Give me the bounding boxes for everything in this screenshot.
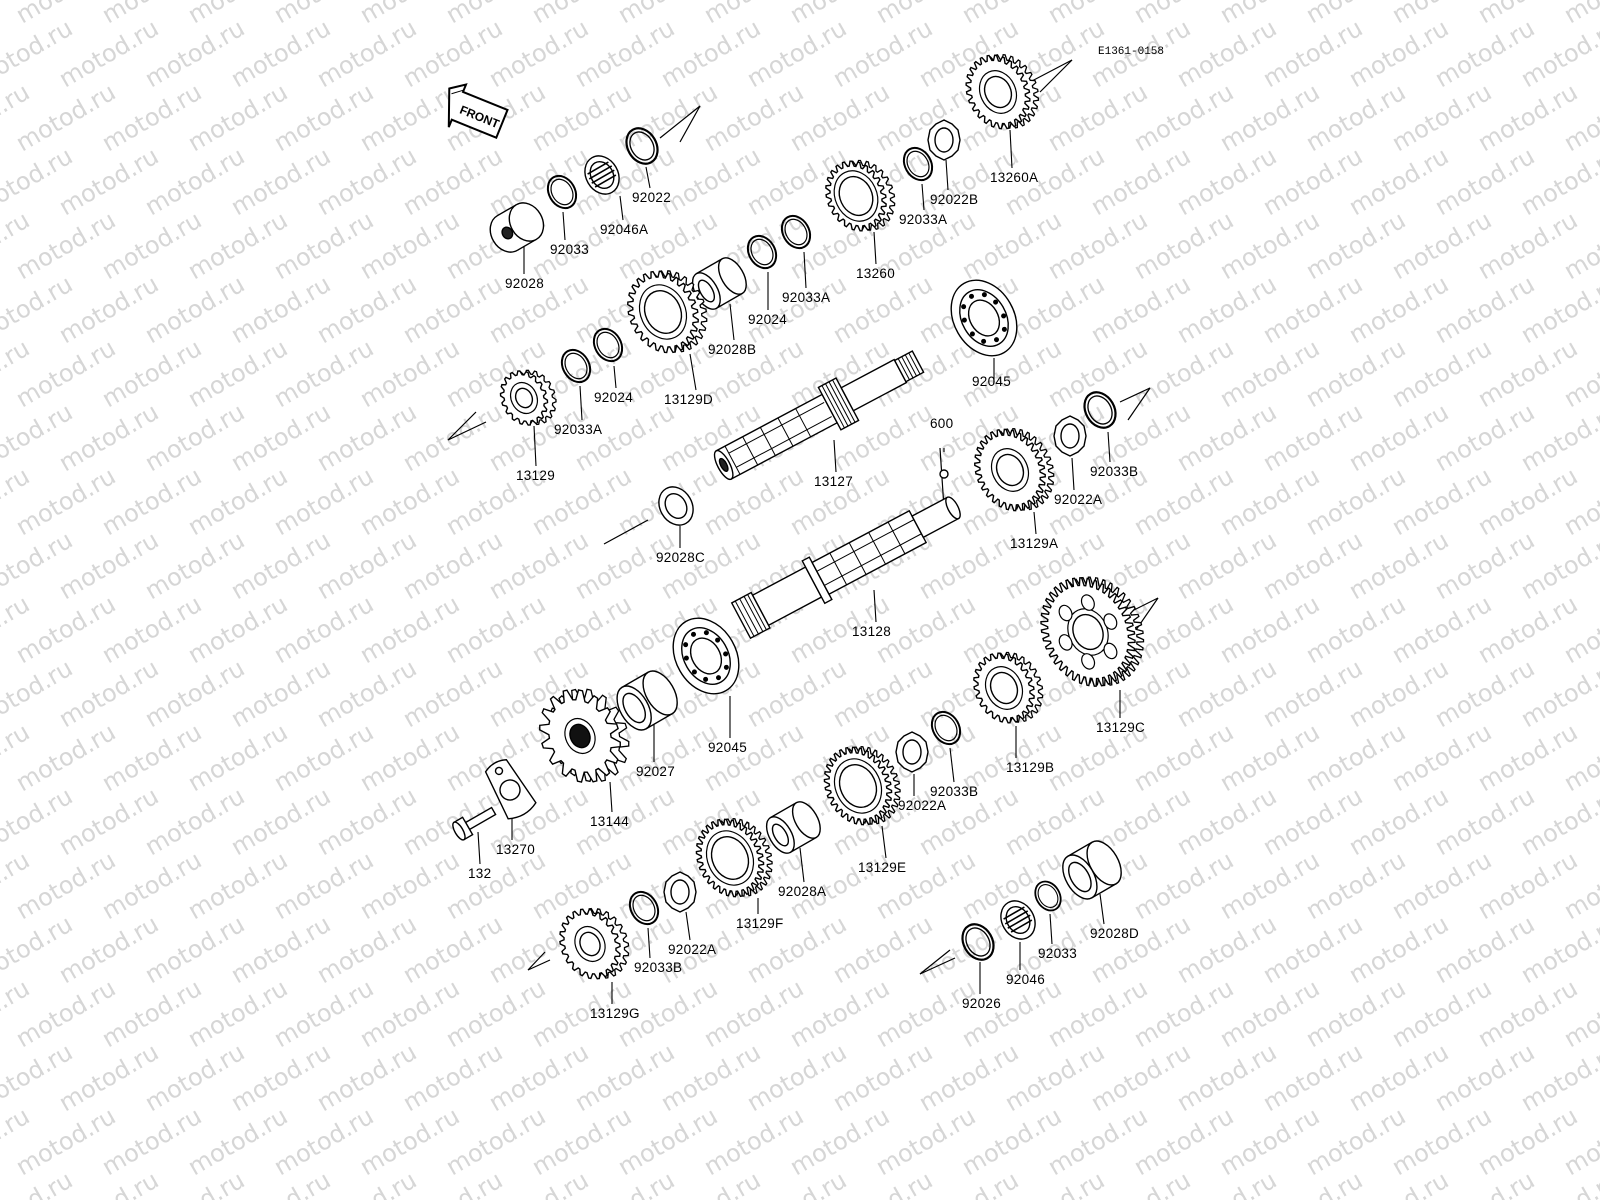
part-label-92022A-2: 92022A [898, 798, 946, 813]
collar-icon [1062, 840, 1122, 900]
part-label-92022A-3: 92022A [668, 942, 716, 957]
part-label-92024: 92024 [748, 312, 787, 327]
gear-icon [559, 907, 630, 980]
part-label-13260A: 13260A [990, 170, 1038, 185]
part-label-92033B-3: 92033B [634, 960, 682, 975]
part-label-92033A: 92033A [899, 212, 947, 227]
part-label-132: 132 [468, 866, 491, 881]
assembly-lines [447, 59, 1159, 975]
gear-icon [973, 651, 1044, 724]
part-label-600: 600 [930, 416, 953, 431]
needle-bearing-icon [1000, 900, 1036, 940]
part-label-13129D: 13129D [664, 392, 713, 407]
gear-icon [627, 270, 708, 354]
part-label-92033B-2: 92033B [930, 784, 978, 799]
ball-icon [939, 469, 949, 479]
part-label-13128: 13128 [852, 624, 891, 639]
diagram-code: E1361-0158 [1098, 46, 1164, 58]
collar-icon [489, 202, 545, 253]
needle-bearing-icon [584, 155, 620, 195]
part-label-13129: 13129 [516, 468, 555, 483]
part-label-13260: 13260 [856, 266, 895, 281]
gear-icon [965, 53, 1040, 130]
toothed-washer-icon [895, 731, 929, 773]
part-label-13127: 13127 [814, 474, 853, 489]
gear-icon [974, 428, 1055, 512]
part-label-92024-2: 92024 [594, 390, 633, 405]
part-label-92046: 92046 [1006, 972, 1045, 987]
part-labels: 92028 92033 92046A 92022 13260 92033A 92… [468, 170, 1145, 1021]
part-label-13270: 13270 [496, 842, 535, 857]
gear-icon [825, 159, 896, 232]
part-label-13144: 13144 [590, 814, 629, 829]
part-label-92028C: 92028C [656, 550, 705, 565]
part-label-92033B: 92033B [1090, 464, 1138, 479]
part-label-92022: 92022 [632, 190, 671, 205]
part-label-92027: 92027 [636, 764, 675, 779]
toothed-washer-icon [1053, 415, 1087, 457]
part-label-92045: 92045 [972, 374, 1011, 389]
part-label-13129B: 13129B [1006, 760, 1054, 775]
part-label-92022A: 92022A [1054, 492, 1102, 507]
gear-icon [1040, 576, 1145, 687]
part-label-92028D: 92028D [1090, 926, 1139, 941]
part-label-92028A: 92028A [778, 884, 826, 899]
part-label-92028: 92028 [505, 276, 544, 291]
gear-icon [499, 369, 557, 426]
part-label-92028B: 92028B [708, 342, 756, 357]
toothed-washer-icon [663, 871, 697, 913]
ball-bearing-icon [950, 279, 1018, 357]
part-label-92033A-3: 92033A [554, 422, 602, 437]
part-label-92045-2: 92045 [708, 740, 747, 755]
sprocket-icon [539, 688, 630, 783]
part-label-92046A: 92046A [600, 222, 648, 237]
part-label-13129A: 13129A [1010, 536, 1058, 551]
part-label-13129F: 13129F [736, 916, 784, 931]
front-arrow-icon: FRONT [447, 83, 509, 140]
part-label-92033: 92033 [550, 242, 589, 257]
ball-bearing-icon [672, 617, 740, 695]
bushing-icon [658, 486, 694, 526]
bolt-icon [452, 806, 497, 841]
gear-icon [823, 745, 901, 826]
retainer-plate-icon [484, 759, 537, 820]
part-label-13129G: 13129G [590, 1006, 640, 1021]
part-label-92026: 92026 [962, 996, 1001, 1011]
shaft-icon [730, 496, 961, 640]
part-label-92022B: 92022B [930, 192, 978, 207]
part-label-92033-2: 92033 [1038, 946, 1077, 961]
bushing-icon [765, 801, 821, 854]
part-label-13129E: 13129E [858, 860, 906, 875]
leader-lines [477, 129, 1121, 1004]
shaft-icon [713, 350, 925, 481]
gear-icon [695, 817, 773, 898]
part-label-13129C: 13129C [1096, 720, 1145, 735]
part-label-92033A-2: 92033A [782, 290, 830, 305]
toothed-washer-icon [927, 119, 961, 161]
collar-icon [616, 670, 678, 731]
